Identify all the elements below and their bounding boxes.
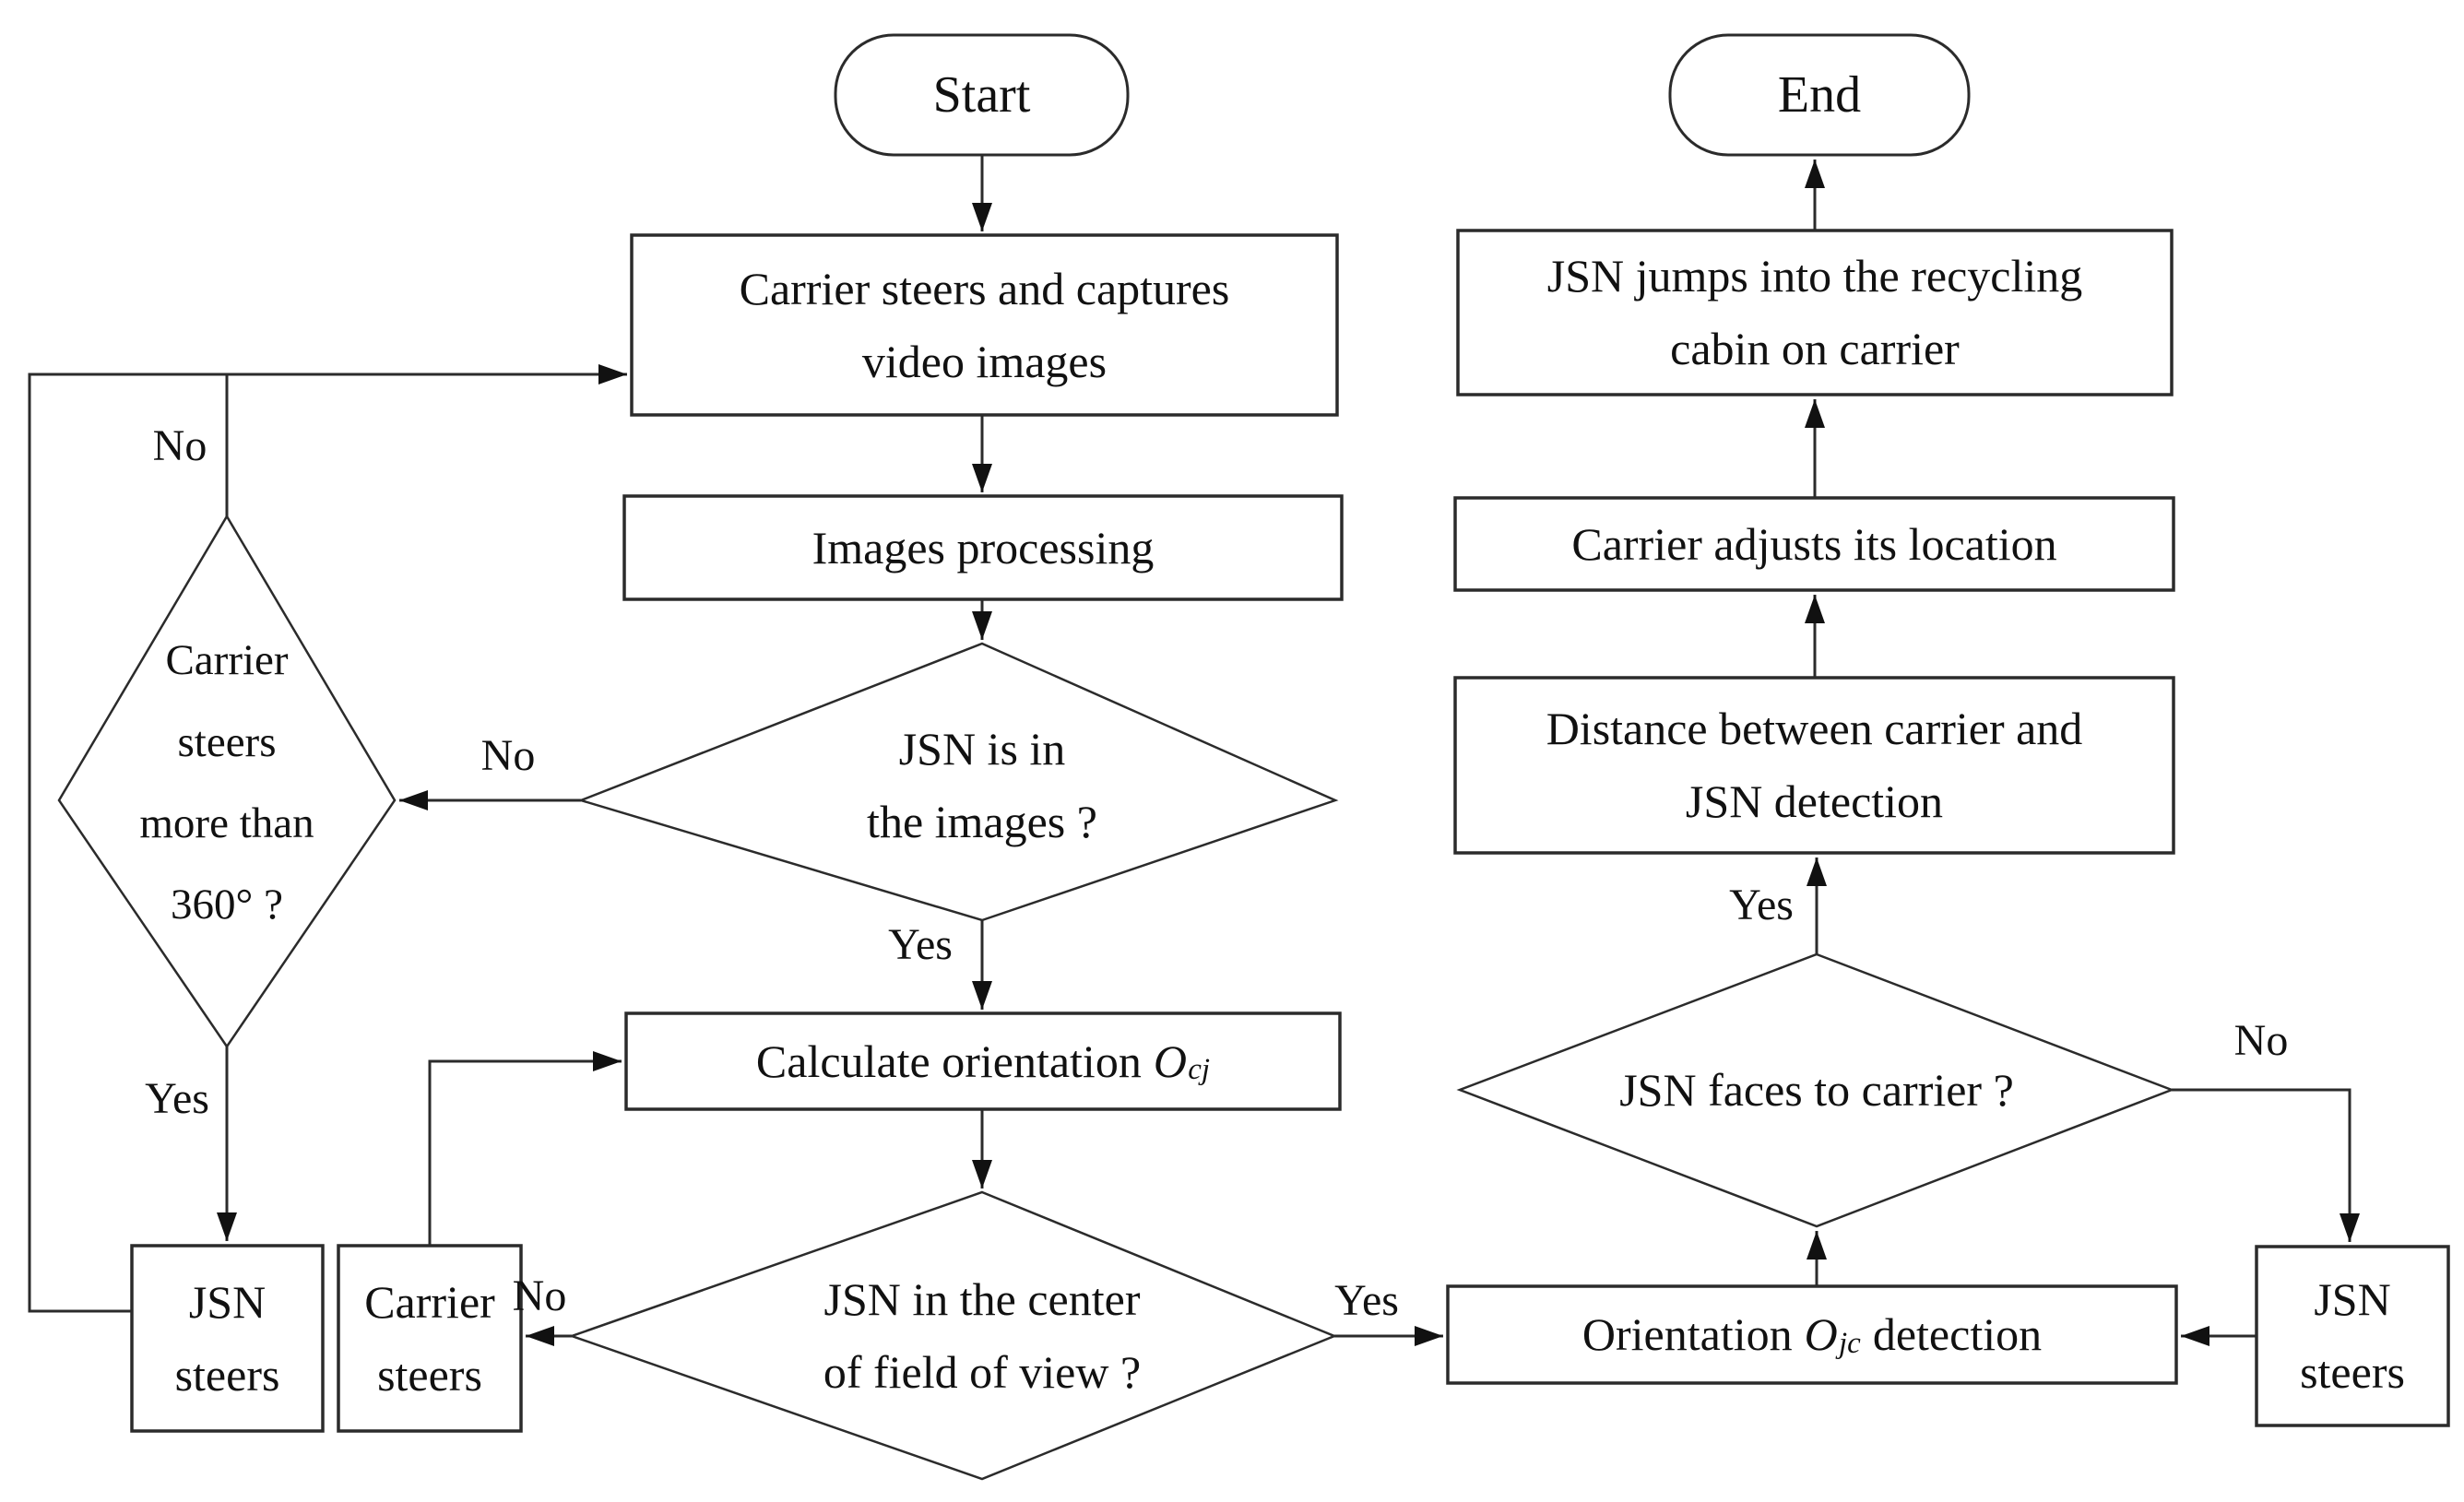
jsn-faces-carrier-diamond-shape — [1456, 952, 2175, 1228]
carrier-adjusts-box-shape — [1453, 496, 2175, 592]
node-carrier-360: Carrier steers more than 360° ? — [139, 636, 314, 929]
edge-label-yes-in-images: Yes — [888, 920, 953, 969]
jsn-steers-left-box-shape — [130, 1244, 325, 1433]
node-jsn-faces-carrier: JSN faces to carrier ? — [1619, 1063, 2014, 1116]
orientation-detection-symbol: O — [1804, 1308, 1838, 1360]
calc-orientation-symbol: O — [1153, 1035, 1187, 1087]
jsn-in-images-diamond-shape — [577, 642, 1339, 922]
carrier-360-diamond-shape — [57, 514, 397, 1049]
node-start: Start — [932, 65, 1031, 124]
calc-orientation-box-shape — [624, 1011, 1342, 1111]
node-carrier-steers: Carrier steers — [364, 1275, 495, 1401]
edge-label-no-center: No — [512, 1271, 567, 1320]
orientation-detection-text: Orientation — [1581, 1308, 1793, 1360]
node-jsn-steers-left: JSN steers — [174, 1275, 280, 1401]
node-end: End — [1777, 65, 1862, 124]
node-jsn-steers-right: JSN steers — [2300, 1273, 2405, 1398]
edge-label-no-faces: No — [2233, 1016, 2289, 1065]
edge-feedback-loop — [28, 364, 627, 1313]
images-processing-box-shape — [622, 494, 1344, 601]
jsn-center-fov-diamond-shape — [568, 1190, 1338, 1481]
edge-label-yes-360: Yes — [145, 1074, 209, 1123]
end-terminator-shape — [1668, 33, 1971, 157]
node-jsn-center-fov: JSN in the center of field of view ? — [823, 1273, 1142, 1398]
orientation-detection-subscript: jc — [1839, 1326, 1861, 1360]
capture-box-shape — [630, 233, 1339, 417]
orientation-detection-suffix: detection — [1872, 1308, 2043, 1360]
node-jsn-in-images: JSN is in the images ? — [867, 723, 1097, 847]
start-terminator-shape — [834, 33, 1130, 157]
edge-label-yes-center: Yes — [1334, 1276, 1399, 1325]
orientation-box-shape — [1446, 1284, 2178, 1385]
calc-orientation-subscript: cj — [1188, 1053, 1211, 1087]
edge-label-no-loop: No — [152, 421, 207, 470]
distance-box-shape — [1453, 676, 2175, 855]
node-distance-detection: Distance between carrier and JSN detecti… — [1546, 703, 2083, 827]
node-jsn-jumps: JSN jumps into the recycling cabin on ca… — [1546, 250, 2083, 374]
node-capture: Carrier steers and captures video images — [739, 262, 1230, 387]
node-images-processing: Images processing — [811, 521, 1155, 574]
edge-faces-no-to-jsn-steers-right — [2172, 1088, 2360, 1242]
jsn-steers-right-box-shape — [2255, 1245, 2450, 1427]
edge-carrier-steers-to-calc — [428, 1051, 622, 1246]
edge-label-no-in-images: No — [480, 731, 536, 780]
edge-label-yes-faces: Yes — [1729, 881, 1794, 929]
node-carrier-adjusts: Carrier adjusts its location — [1571, 517, 2057, 570]
calc-orientation-text: Calculate orientation — [755, 1035, 1142, 1087]
jsn-jumps-box-shape — [1456, 229, 2174, 396]
carrier-steers-box-shape — [337, 1244, 523, 1433]
